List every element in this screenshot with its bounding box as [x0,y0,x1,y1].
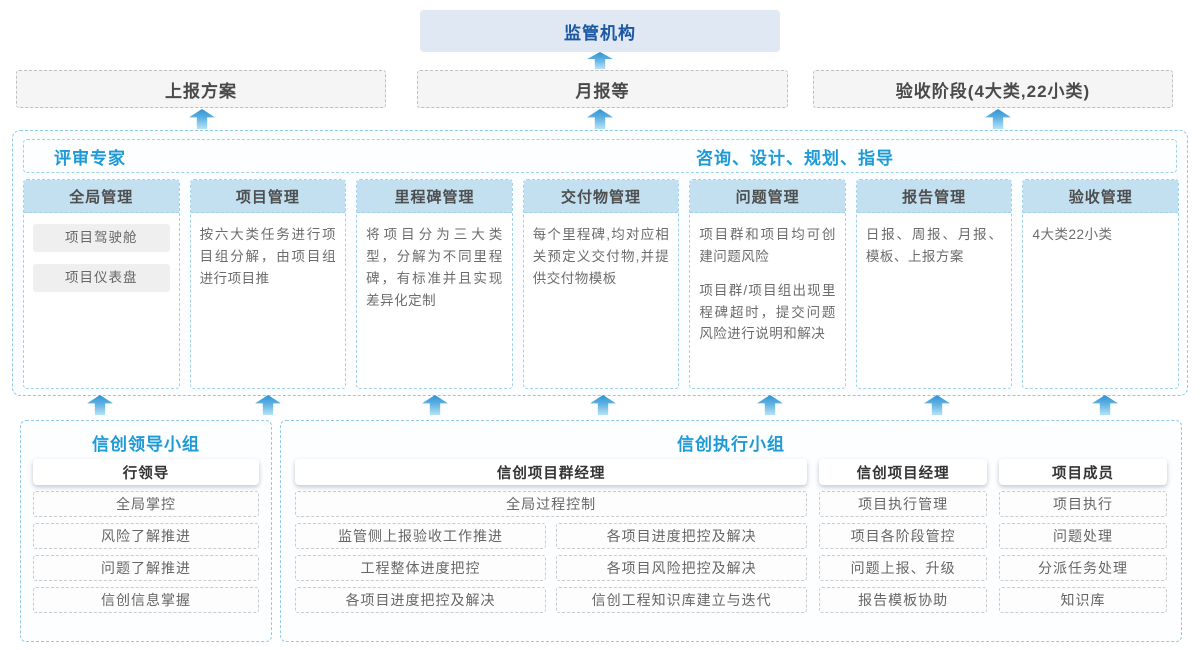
duty-item: 知识库 [999,587,1167,613]
pillar-body: 将项目分为三大类型，分解为不同里程碑，有标准并且实现差异化定制 [357,213,512,388]
pillar-body: 项目驾驶舱 项目仪表盘 [24,213,179,388]
chip-project-dashboard: 项目仪表盘 [33,264,170,292]
up-arrow-icon [757,395,783,415]
project-member-group: 项目成员 项目执行 问题处理 分派任务处理 知识库 [999,455,1167,613]
role-project-member: 项目成员 [999,459,1167,485]
regulator-box: 监管机构 [420,10,780,52]
pillar-header: 验收管理 [1023,180,1179,213]
up-arrow-icon [422,395,448,415]
duty-item: 全局过程控制 [295,491,808,517]
up-arrow-icon [587,109,613,129]
duty-item: 全局掌控 [33,491,259,517]
up-arrow-icon [189,109,215,129]
duty-item: 各项目风险把控及解决 [556,555,808,581]
duty-item: 报告模板协助 [819,587,988,613]
pillar-header: 交付物管理 [523,180,679,213]
duty-item: 分派任务处理 [999,555,1167,581]
pillar-issue-management: 问题管理 项目群和项目均可创建问题风险 项目群/项目组出现里程碑超时，提交问题风… [689,179,846,389]
execution-group-title: 信创执行小组 [677,434,785,454]
up-arrow-icon [590,395,616,415]
duty-item: 信创信息掌握 [33,587,259,613]
regulator-label: 监管机构 [564,23,636,43]
pillar-description: 项目群/项目组出现里程碑超时，提交问题风险进行说明和解决 [699,282,836,342]
program-manager-duty-grid: 监管侧上报验收工作推进 各项目进度把控及解决 工程整体进度把控 各项目风险把控及… [295,517,808,613]
project-manager-group: 信创项目经理 项目执行管理 项目各阶段管控 问题上报、升级 报告模板协助 [819,455,988,613]
duty-item: 工程整体进度把控 [295,555,547,581]
platform-container: 评审专家 咨询、设计、规划、指导 全局管理 项目驾驶舱 项目仪表盘 项目管理 按… [12,130,1188,396]
pillar-header: 项目管理 [190,180,346,213]
up-arrow-icon [924,395,950,415]
duty-item: 各项目进度把控及解决 [295,587,547,613]
pillar-description: 按六大类任务进行项目组分解，由项目组进行项目推 [199,227,337,286]
duty-item: 项目各阶段管控 [819,523,988,549]
up-arrow-icon [985,109,1011,129]
duty-item: 问题上报、升级 [819,555,988,581]
up-arrow-icon [87,395,113,415]
pillar-header: 里程碑管理 [357,180,512,213]
pillar-acceptance-management: 验收管理 4大类22小类 [1022,179,1180,389]
pillar-body: 按六大类任务进行项目组分解，由项目组进行项目推 [191,213,346,388]
pillar-body: 项目群和项目均可创建问题风险 项目群/项目组出现里程碑超时，提交问题风险进行说明… [690,213,845,388]
management-pillars: 全局管理 项目驾驶舱 项目仪表盘 项目管理 按六大类任务进行项目组分解，由项目组… [23,179,1180,389]
pillar-milestone-management: 里程碑管理 将项目分为三大类型，分解为不同里程碑，有标准并且实现差异化定制 [356,179,513,389]
duty-item: 项目执行 [999,491,1167,517]
duty-item: 监管侧上报验收工作推进 [295,523,547,549]
pillar-header: 报告管理 [856,180,1012,213]
execution-group-columns: 信创项目群经理 全局过程控制 监管侧上报验收工作推进 各项目进度把控及解决 工程… [295,455,1167,613]
duty-item: 信创工程知识库建立与迭代 [556,587,808,613]
chip-project-cockpit: 项目驾驶舱 [33,224,170,252]
duty-item: 风险了解推进 [33,523,259,549]
leadership-group-panel: 信创领导小组 行领导 全局掌控 风险了解推进 问题了解推进 信创信息掌握 [20,420,272,642]
execution-group-panel: 信创执行小组 信创项目群经理 全局过程控制 监管侧上报验收工作推进 各项目进度把… [280,420,1182,642]
pillar-header: 问题管理 [690,180,845,213]
advisor-band: 评审专家 咨询、设计、规划、指导 [23,139,1177,173]
pillar-description: 每个里程碑,均对应相关预定义交付物,并提供交付物模板 [532,227,670,286]
pillar-description: 项目群和项目均可创建问题风险 [699,227,836,264]
pillar-report-management: 报告管理 日报、周报、月报、模板、上报方案 [855,179,1013,389]
up-arrow-icon [255,395,281,415]
pillar-global-management: 全局管理 项目驾驶舱 项目仪表盘 [23,179,180,389]
pillar-body: 每个里程碑,均对应相关预定义交付物,并提供交付物模板 [524,213,679,388]
pillar-body: 4大类22小类 [1023,213,1178,388]
pillar-deliverable-management: 交付物管理 每个里程碑,均对应相关预定义交付物,并提供交付物模板 [522,179,680,389]
report-box-monthly: 月报等 [417,70,788,108]
duty-item: 问题处理 [999,523,1167,549]
duty-item: 项目执行管理 [819,491,988,517]
pillar-project-management: 项目管理 按六大类任务进行项目组分解，由项目组进行项目推 [189,179,347,389]
pillar-header: 全局管理 [24,180,179,213]
duty-item: 各项目进度把控及解决 [556,523,808,549]
review-experts-title: 评审专家 [54,148,126,168]
report-box-label: 验收阶段(4大类,22小类) [895,81,1091,101]
leadership-group-title: 信创领导小组 [92,434,200,454]
report-box-label: 上报方案 [165,81,237,101]
role-bank-leaders: 行领导 [33,459,259,485]
report-box-label: 月报等 [575,81,630,101]
pillar-description: 将项目分为三大类型，分解为不同里程碑，有标准并且实现差异化定制 [366,227,503,308]
consulting-title: 咨询、设计、规划、指导 [696,148,894,168]
pillar-description: 日报、周报、月报、模板、上报方案 [865,227,1003,264]
report-box-acceptance: 验收阶段(4大类,22小类) [813,70,1173,108]
role-program-manager: 信创项目群经理 [295,459,808,485]
up-arrow-icon [587,52,613,69]
pillar-body: 日报、周报、月报、模板、上报方案 [857,213,1012,388]
pillar-description: 4大类22小类 [1032,227,1113,242]
program-manager-group: 信创项目群经理 全局过程控制 监管侧上报验收工作推进 各项目进度把控及解决 工程… [295,455,808,613]
duty-item: 问题了解推进 [33,555,259,581]
role-project-manager: 信创项目经理 [819,459,988,485]
report-box-plan: 上报方案 [16,70,386,108]
up-arrow-icon [1092,395,1118,415]
